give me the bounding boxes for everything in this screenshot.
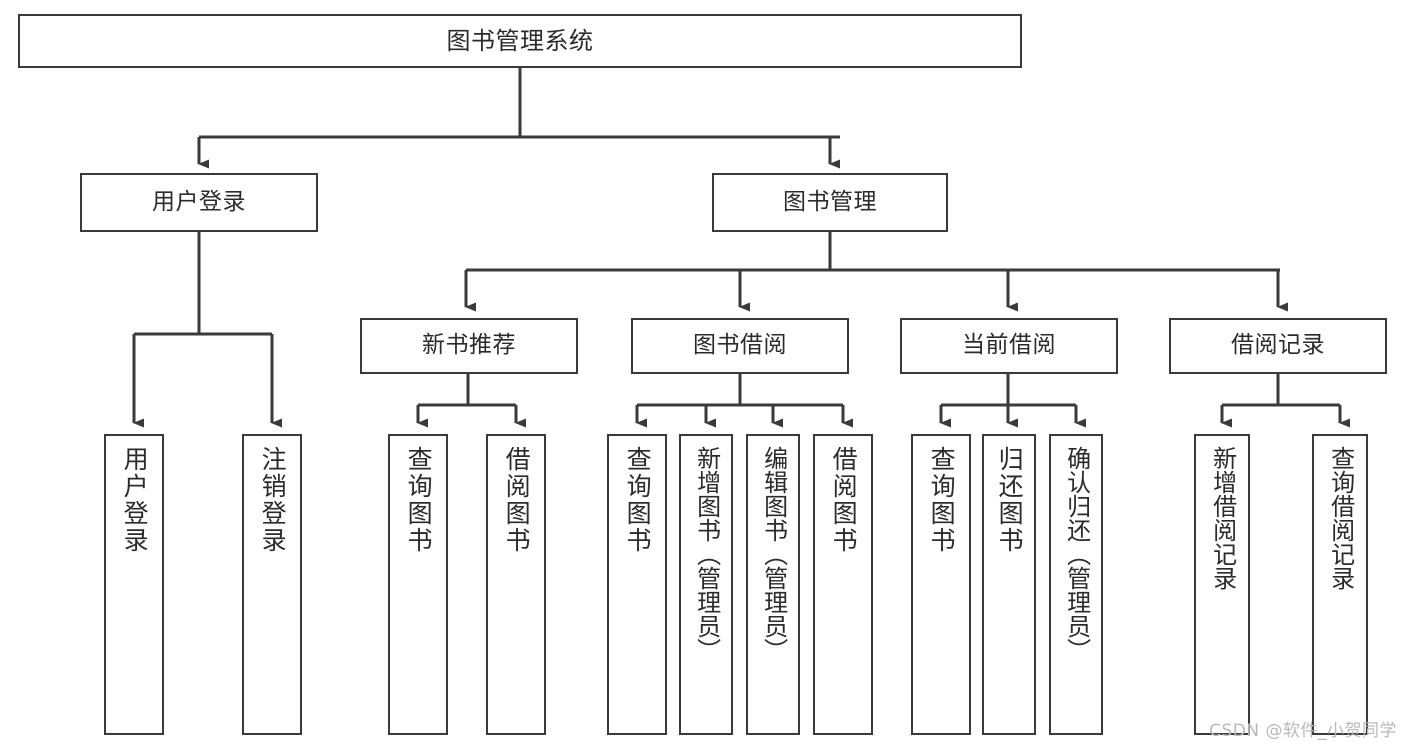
leaf-logout[interactable]: 注销登录 (242, 434, 302, 735)
node-borrow-record-label: 借阅记录 (1231, 332, 1325, 359)
leaf-query-book-3-label: 查询图书 (927, 446, 957, 554)
leaf-add-book-label: 新增图书（管理员） (692, 446, 721, 662)
leaf-confirm-return[interactable]: 确认归还（管理员） (1049, 434, 1103, 735)
leaf-return-book[interactable]: 归还图书 (982, 434, 1036, 735)
node-current-borrow-label: 当前借阅 (962, 332, 1056, 359)
leaf-query-record-label: 查询借阅记录 (1326, 446, 1355, 590)
watermark: CSDN @软件_小贺同学 (1209, 721, 1397, 741)
leaf-return-book-label: 归还图书 (995, 446, 1025, 554)
leaf-edit-book-label: 编辑图书（管理员） (759, 446, 788, 662)
leaf-query-book-1-label: 查询图书 (404, 446, 434, 554)
leaf-borrow-book-2-label: 借阅图书 (829, 446, 859, 554)
leaf-query-book-2-label: 查询图书 (623, 446, 653, 554)
leaf-borrow-book-1[interactable]: 借阅图书 (486, 434, 546, 735)
leaf-borrow-book-1-label: 借阅图书 (502, 446, 532, 554)
node-root-label: 图书管理系统 (446, 26, 594, 55)
node-book-borrow-label: 图书借阅 (693, 332, 787, 359)
node-borrow-record[interactable]: 借阅记录 (1169, 318, 1387, 374)
leaf-confirm-return-label: 确认归还（管理员） (1062, 446, 1091, 662)
node-book-borrow[interactable]: 图书借阅 (631, 318, 849, 374)
leaf-query-book-1[interactable]: 查询图书 (388, 434, 448, 735)
leaf-query-book-2[interactable]: 查询图书 (607, 434, 667, 735)
node-book-manage-label: 图书管理 (783, 188, 877, 215)
leaf-user-login-label: 用户登录 (120, 446, 150, 554)
node-root[interactable]: 图书管理系统 (18, 14, 1022, 68)
node-current-borrow[interactable]: 当前借阅 (900, 318, 1118, 374)
node-book-manage[interactable]: 图书管理 (712, 173, 948, 232)
leaf-add-record-label: 新增借阅记录 (1208, 446, 1237, 590)
node-user-login[interactable]: 用户登录 (80, 173, 318, 232)
leaf-add-record[interactable]: 新增借阅记录 (1194, 434, 1250, 735)
leaf-user-login[interactable]: 用户登录 (104, 434, 164, 735)
leaf-borrow-book-2[interactable]: 借阅图书 (813, 434, 873, 735)
leaf-add-book[interactable]: 新增图书（管理员） (679, 434, 733, 735)
leaf-edit-book[interactable]: 编辑图书（管理员） (746, 434, 800, 735)
node-user-login-label: 用户登录 (152, 188, 246, 215)
leaf-query-book-3[interactable]: 查询图书 (911, 434, 971, 735)
node-new-book-rec-label: 新书推荐 (422, 332, 516, 359)
leaf-logout-label: 注销登录 (258, 446, 288, 554)
node-new-book-rec[interactable]: 新书推荐 (360, 318, 578, 374)
leaf-query-record[interactable]: 查询借阅记录 (1312, 434, 1368, 735)
